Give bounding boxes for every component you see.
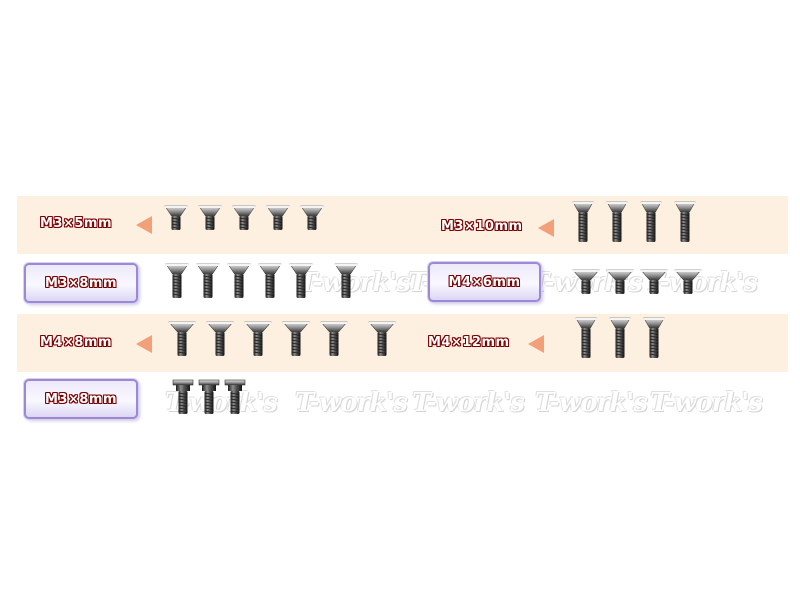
size-label-text: M3×8mm [44, 275, 117, 291]
screw-icon [196, 263, 220, 298]
screw-icon [206, 321, 234, 356]
screw-icon [168, 321, 196, 356]
screw-icon [227, 263, 251, 298]
screw-icon [244, 321, 272, 356]
watermark: T-work's [295, 388, 408, 418]
screw-icon [609, 317, 631, 358]
size-label-text: M3×8mm [44, 391, 117, 407]
screw-icon [572, 269, 600, 294]
screw-icon [266, 205, 290, 230]
screw-icon [224, 379, 246, 414]
screw-icon [198, 379, 220, 414]
watermark: T-work's [298, 268, 411, 298]
watermark: T-work's [535, 388, 648, 418]
screw-icon [198, 205, 222, 230]
watermark: T-work's [650, 388, 763, 418]
screw-icon [300, 205, 324, 230]
arrow-left-icon [538, 219, 554, 237]
screw-icon [640, 201, 662, 242]
screw-icon [674, 201, 696, 242]
screw-icon [674, 269, 702, 294]
screw-icon [164, 205, 188, 230]
size-label-m3x10: M3×10mm [441, 219, 523, 234]
screw-icon [640, 269, 668, 294]
size-label-text: M4×6mm [448, 274, 521, 290]
screw-icon [320, 321, 348, 356]
screw-icon [643, 317, 665, 358]
arrow-left-icon [136, 335, 152, 353]
size-label-box-m4x6: M4×6mm [428, 262, 541, 302]
arrow-left-icon [528, 335, 544, 353]
screw-icon [575, 317, 597, 358]
screw-icon [258, 263, 282, 298]
size-label-m4x12: M4×12mm [428, 335, 510, 350]
screw-icon [334, 263, 358, 298]
size-label-m3x5: M3×5mm [40, 216, 113, 231]
screw-icon [172, 379, 194, 414]
screw-icon [289, 263, 313, 298]
screw-icon [282, 321, 310, 356]
size-label-box-m3x8-flanged: M3×8mm [24, 379, 138, 419]
screw-icon [368, 321, 396, 356]
size-label-box-m3x8: M3×8mm [24, 263, 138, 303]
screw-icon [606, 201, 628, 242]
screw-icon [165, 263, 189, 298]
arrow-left-icon [136, 216, 152, 234]
screw-icon [572, 201, 594, 242]
watermark: T-work's [412, 388, 525, 418]
screw-icon [232, 205, 256, 230]
size-label-m4x8: M4×8mm [40, 335, 113, 350]
screw-icon [606, 269, 634, 294]
